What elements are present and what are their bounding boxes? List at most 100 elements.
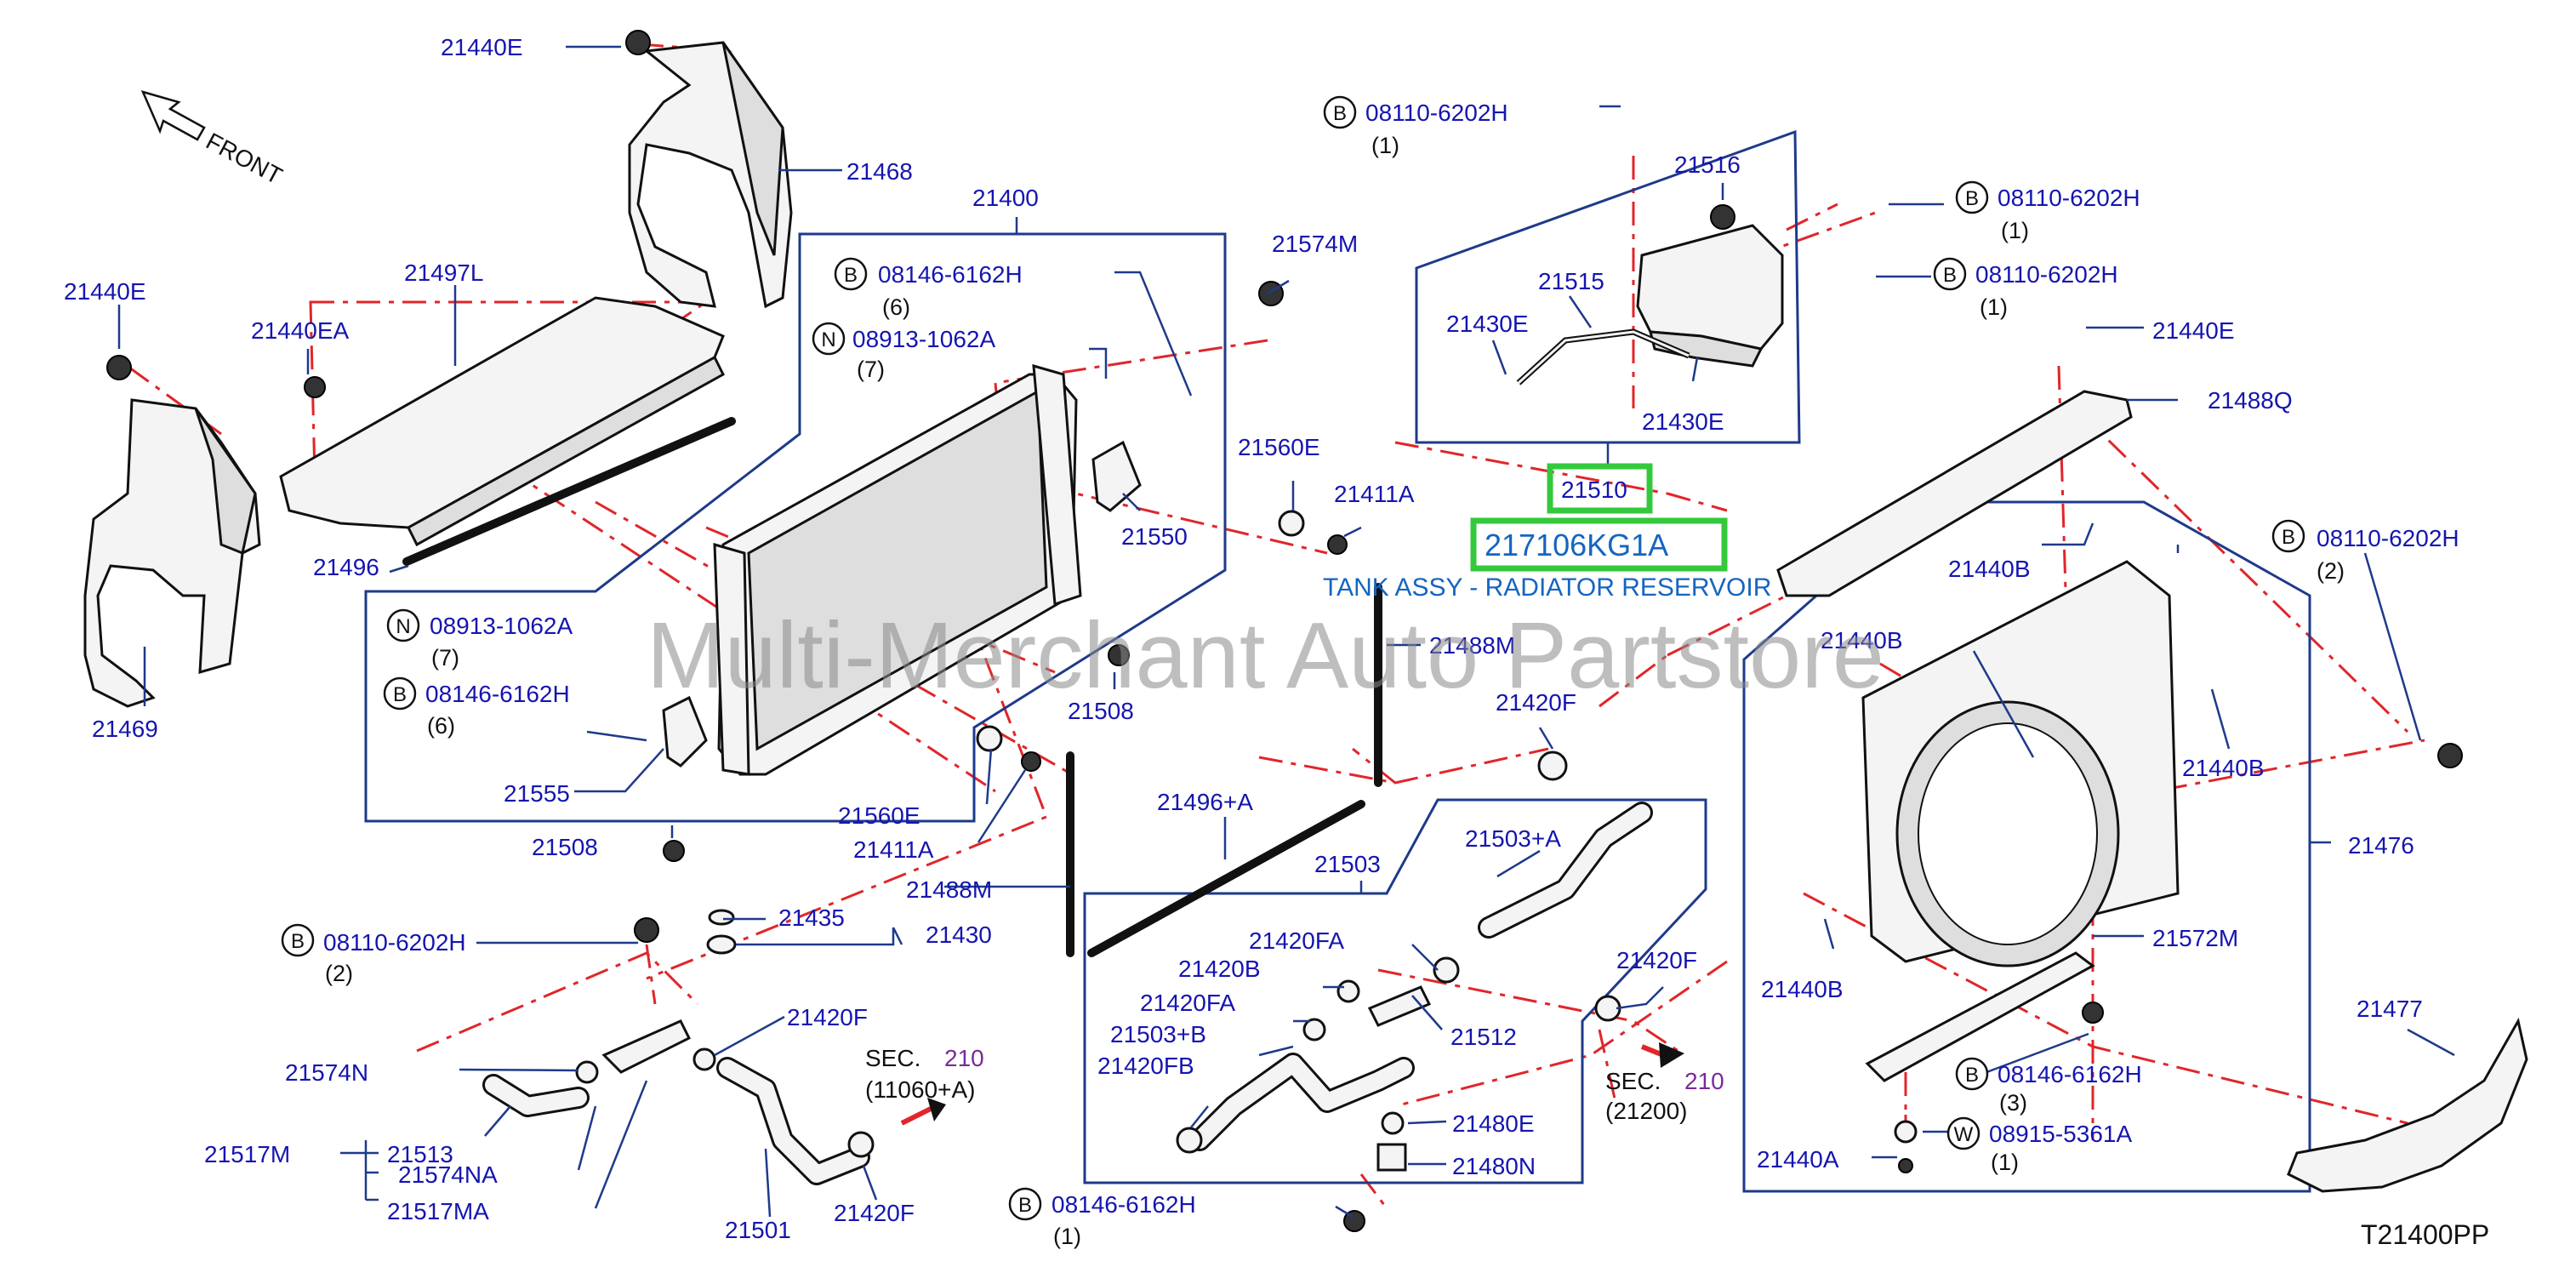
box-label-shroud: 21476 [2348, 832, 2414, 859]
circle-letter: B [393, 683, 407, 706]
part-label: 21496+A [1157, 789, 1253, 815]
part-label: 21517MA [387, 1198, 489, 1224]
quantity: (1) [1371, 133, 1399, 158]
box-label-radiator: 21400 [972, 185, 1039, 211]
bracket-21572m [1865, 951, 2095, 1082]
part-label: 21516 [1674, 151, 1741, 178]
quantity: (3) [1999, 1090, 2027, 1116]
circle-letter: B [1333, 102, 1347, 125]
hose-group-box [1083, 798, 1707, 1184]
part-label: 08146-6162H [425, 681, 570, 707]
part-label: 21420F [1616, 947, 1697, 973]
part-label: 21574NA [398, 1161, 498, 1188]
part-label: 21468 [846, 158, 913, 185]
highlight-part-number: 217106KG1A [1485, 528, 1668, 562]
part-label: 21503+A [1465, 825, 1561, 852]
part-label: 21477 [2357, 996, 2423, 1022]
part-label: 21488M [1429, 632, 1515, 659]
circle-letter: B [1965, 187, 1979, 210]
part-label: 21550 [1121, 523, 1188, 550]
part-label: 21440E [64, 278, 146, 305]
front-label: FRONT [202, 128, 287, 190]
part-label: 21513 [387, 1141, 453, 1167]
diagram-code: T21400PP [2361, 1219, 2489, 1250]
clip-21574m [1258, 281, 1285, 306]
sec-ref-sub: (11060+A) [865, 1076, 975, 1103]
quantity: (2) [2317, 558, 2345, 584]
part-label: 21440A [1757, 1146, 1839, 1173]
part-label: 21515 [1538, 268, 1604, 294]
part-labels: 21440E 21468 21497L 21440E 21440EA 21496… [64, 34, 2459, 1243]
highlight-ref-box [1547, 463, 1653, 514]
circle-letter: W [1954, 1123, 1974, 1146]
quantity: (1) [1053, 1224, 1081, 1249]
front-arrow-icon [140, 90, 206, 141]
part-label: 21488Q [2208, 387, 2293, 414]
leader-lines [117, 45, 2455, 1218]
sec-ref-label: SEC. [865, 1045, 920, 1071]
circle-letter: B [1965, 1064, 1979, 1087]
part-label: 08110-6202H [1975, 261, 2118, 288]
part-label: 21508 [1068, 698, 1134, 724]
parts [83, 30, 2528, 1232]
section-references: SEC. 210 (11060+A) SEC. 210 (21200) [865, 1045, 1724, 1124]
part-label: 21555 [504, 780, 570, 807]
part-label: 21574M [1272, 231, 1358, 257]
part-label: 08110-6202H [1998, 185, 2140, 211]
circle-letter: N [396, 615, 410, 638]
reservoir-tank-part [1636, 224, 1784, 351]
part-label: 21411A [853, 836, 934, 863]
part-label: 21420F [787, 1004, 868, 1030]
part-label: 21440B [1948, 556, 2031, 582]
part-label: 21440B [1821, 627, 1903, 653]
group-box-labels: 21400 21503 21476 [972, 185, 2414, 877]
part-label: 08913-1062A [852, 326, 995, 352]
air-guide-lower-part [83, 398, 261, 708]
part-label: 21440EA [251, 317, 350, 344]
circle-letter: N [821, 328, 835, 351]
box-label-hose: 21503 [1314, 851, 1381, 877]
part-label: 21560E [1238, 434, 1320, 460]
part-label: 21420F [1496, 689, 1576, 716]
part-label: 21560E [838, 802, 920, 829]
part-label: 21420FB [1097, 1053, 1194, 1079]
part-label: 21440B [1761, 976, 1844, 1002]
part-label: 21517M [204, 1141, 290, 1167]
sec-ref-number: 210 [1684, 1068, 1724, 1094]
part-label: 21508 [532, 834, 598, 860]
bracket-21550 [1091, 440, 1142, 512]
part-label: 08110-6202H [1365, 100, 1508, 126]
bracket-21555 [662, 695, 708, 768]
part-label: 21572M [2152, 925, 2238, 951]
part-label: 21496 [313, 554, 379, 580]
quantity: (1) [1980, 294, 2008, 320]
quantity: (1) [2001, 218, 2029, 243]
quantity: (6) [427, 713, 455, 739]
part-label: 21501 [725, 1217, 791, 1243]
part-label: 08146-6162H [878, 261, 1023, 288]
part-label: 08915-5361A [1989, 1121, 2132, 1147]
radiator-group-box [364, 232, 1227, 823]
sec-ref-number: 210 [944, 1045, 984, 1071]
part-label: 21480N [1452, 1153, 1536, 1179]
part-label: 21497L [404, 260, 483, 286]
part-label: 21420F [834, 1200, 915, 1226]
part-label: 21430E [1642, 408, 1724, 435]
part-label: 21488M [906, 876, 992, 903]
part-label: 21430 [926, 922, 992, 948]
part-label: 21469 [92, 716, 158, 742]
circle-letter: B [1018, 1194, 1032, 1217]
part-label: 21430E [1446, 311, 1529, 337]
water-outlet-21430 [601, 1019, 692, 1074]
lower-shroud-part [2287, 1017, 2528, 1193]
quantity: (1) [1991, 1150, 2019, 1175]
part-label: 08110-6202H [2317, 525, 2459, 551]
part-label: 21574N [285, 1059, 368, 1086]
circle-letter: B [1943, 264, 1957, 287]
quantity: (7) [857, 357, 885, 382]
part-label: 21480E [1452, 1110, 1535, 1137]
part-label: 21420FA [1140, 990, 1235, 1016]
part-label: 21440E [441, 34, 523, 60]
